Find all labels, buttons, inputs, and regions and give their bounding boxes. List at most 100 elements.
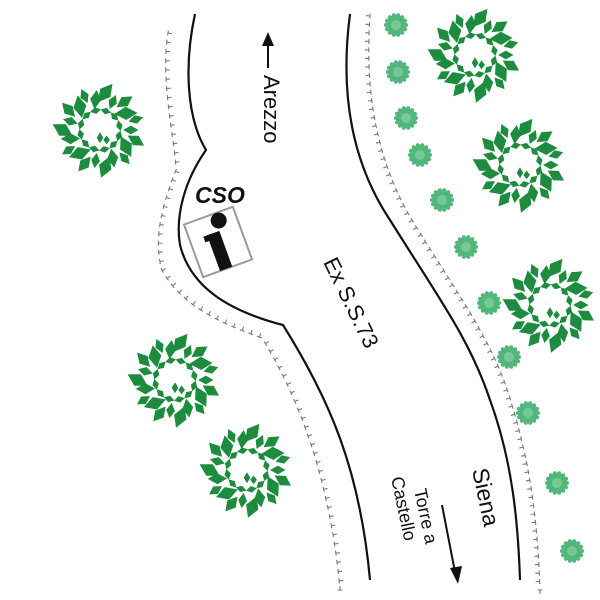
embankment-tick <box>527 486 533 492</box>
embankment-tick <box>535 570 540 576</box>
embankment-tick <box>479 333 485 339</box>
embankment-tick <box>328 514 334 520</box>
embankment-tick <box>365 21 371 28</box>
embankment-tick <box>171 131 177 138</box>
embankment-tick <box>173 150 179 156</box>
embankment-tick <box>412 225 419 231</box>
road-edge-east <box>345 13 522 581</box>
tree-crown-icon <box>127 333 220 428</box>
embankment-tick <box>365 64 370 70</box>
marker-box <box>182 205 254 279</box>
embankment-tick <box>371 123 378 129</box>
embankment-tick <box>458 296 464 302</box>
embankment-tick <box>172 141 178 147</box>
embankment-tick <box>263 341 270 347</box>
embankment-tick <box>165 48 171 54</box>
embankment-tick <box>531 519 537 525</box>
station-marker[interactable] <box>182 205 254 279</box>
embankment-tick <box>364 55 370 61</box>
shrub-icon <box>394 106 418 130</box>
embankment-tick <box>532 528 538 534</box>
embankment-tick <box>515 428 521 434</box>
embankment-tick <box>497 371 503 377</box>
embankment-tick <box>157 240 163 246</box>
embankment-tick <box>521 452 527 458</box>
embankment-tick <box>165 85 171 92</box>
embankment-tick <box>373 131 379 137</box>
tree-crown-icon <box>545 302 547 304</box>
embankment-tick <box>198 306 204 312</box>
arrow-icon-south <box>441 504 462 584</box>
tree-crown-icon <box>427 8 520 103</box>
embankment-tick <box>537 589 543 594</box>
embankment-tick <box>444 275 451 281</box>
embankment-tick <box>158 222 164 228</box>
embankment-tick <box>165 275 171 281</box>
embankment-tick <box>167 104 173 110</box>
embankment-tick <box>170 282 177 289</box>
embankment-tick <box>533 545 539 551</box>
arezzo-label: Arezzo <box>259 75 284 143</box>
embankment-tick <box>312 451 318 457</box>
tree-crown-icon <box>472 118 565 213</box>
road-name-label: Ex S.S.73 <box>319 253 384 352</box>
shrub-icon <box>560 539 584 563</box>
embankment-tick <box>165 39 171 45</box>
embankment-left <box>157 30 344 591</box>
embankment-tick <box>190 301 196 307</box>
road-edge-west <box>177 13 372 581</box>
embankment-tick <box>494 363 500 369</box>
embankment-tick <box>392 187 399 193</box>
embankment-tick <box>183 295 189 301</box>
embankment-tick <box>330 523 336 529</box>
shrub-icon <box>516 401 540 425</box>
tree-crown-icon <box>52 83 145 178</box>
embankment-tick <box>170 177 177 183</box>
embankment-tick <box>389 179 395 185</box>
shrub-icon <box>545 471 569 495</box>
embankment-tick <box>174 159 180 165</box>
embankment-tick <box>169 122 175 128</box>
embankment-tick <box>530 511 536 517</box>
embankment-tick <box>528 494 534 500</box>
embankment-tick <box>315 459 321 466</box>
embankment-tick <box>281 373 287 379</box>
tree-crown-icon <box>502 258 595 353</box>
arrow-icon-north <box>262 32 274 68</box>
embankment-tick <box>285 382 292 387</box>
embankment-tick <box>176 289 183 295</box>
embankment-tick <box>157 249 163 255</box>
embankment-tick <box>365 13 371 19</box>
embankment-tick <box>533 536 538 542</box>
embankment-tick <box>378 147 384 153</box>
embankment-tick <box>505 395 512 401</box>
embankment-tick <box>337 569 343 575</box>
embankment-tick <box>500 379 506 385</box>
embankment-tick <box>174 168 180 174</box>
shrub-icon <box>477 291 501 315</box>
embankment-tick <box>365 72 371 78</box>
embankment-tick <box>334 550 340 556</box>
embankment-tick <box>336 559 342 565</box>
embankment-tick <box>160 268 167 273</box>
embankment-tick <box>332 532 338 538</box>
embankment-tick <box>322 486 328 492</box>
embankment-tick <box>165 76 171 82</box>
siena-label: Siena <box>467 466 505 529</box>
embankment-tick <box>534 553 540 559</box>
embankment-tick <box>421 239 428 245</box>
embankment-tick <box>534 562 540 568</box>
embankment-tick <box>268 349 274 355</box>
embankment-tick <box>166 95 172 101</box>
embankment-tick <box>513 419 519 425</box>
small-shrubs <box>384 13 584 563</box>
embankment-tick <box>296 407 303 413</box>
embankment-tick <box>519 444 525 450</box>
embankment-tick <box>365 30 370 36</box>
embankment-tick <box>160 212 166 219</box>
embankment-tick <box>510 411 517 417</box>
tree-crown-icon <box>199 423 292 518</box>
embankment-tick <box>524 469 530 475</box>
embankment-right <box>364 13 543 594</box>
